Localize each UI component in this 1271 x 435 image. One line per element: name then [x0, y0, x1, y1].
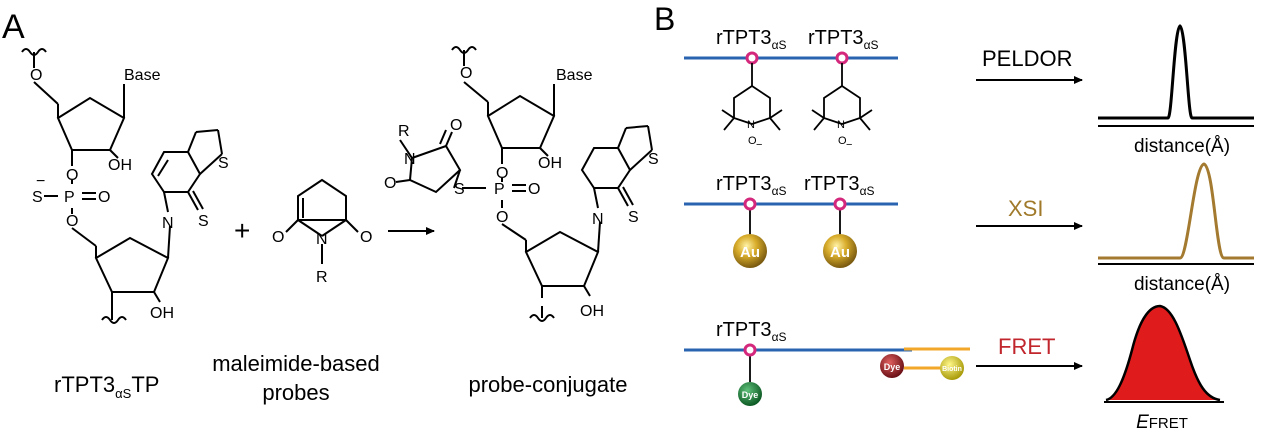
xsi-peak [1098, 162, 1254, 260]
panel-b: B rTPT3αS rTPT3αS N O − N [654, 1, 1254, 433]
acceptor-dye-label: Dye [884, 362, 901, 372]
panel-a-letter: A [2, 8, 25, 46]
peldor-x-label: distance(Å) [1134, 136, 1230, 157]
site-label-3: rTPT3αS [716, 173, 787, 198]
nitroxide-o-1: O [748, 135, 757, 147]
site-label-2: rTPT3αS [808, 27, 879, 52]
nitroxide-n-2: N [837, 119, 845, 131]
panel-a: A [2, 8, 659, 405]
p-label-1: P [64, 189, 75, 206]
caption-probes-line1: maleimide-based [212, 351, 380, 376]
o-label-3: O [98, 189, 110, 206]
fret-gaussian-fit [1105, 304, 1221, 402]
row-peldor: rTPT3αS rTPT3αS N O − N O − PE [684, 24, 1254, 157]
s-label-c3: S [628, 209, 639, 226]
nitroxide-charge-1: − [756, 139, 762, 151]
fret-x-label: EFRET [1136, 412, 1188, 433]
method-label-fret: FRET [998, 334, 1055, 359]
o-label-c5: O [450, 117, 462, 134]
gold-nanoparticle-2 [823, 234, 857, 268]
nitroxide-charge-2: − [846, 139, 852, 151]
n-label-c1: N [592, 211, 604, 228]
label-site-1 [745, 51, 759, 65]
site-label-4: rTPT3αS [804, 173, 875, 198]
n-label-m: N [316, 231, 328, 248]
acceptor-dye [880, 354, 904, 378]
s-label-2: S [218, 155, 229, 172]
base-label-2: Base [556, 67, 593, 84]
gold-nanoparticle-1 [733, 234, 767, 268]
nitroxide-1 [721, 63, 783, 131]
o-label-4: O [66, 213, 78, 230]
s-label-c2: S [648, 151, 659, 168]
peldor-peak [1098, 24, 1254, 120]
caption-rtpt3-tp: rTPT3αSTP [54, 372, 159, 401]
nitroxide-o-2: O [838, 135, 847, 147]
label-site-3 [743, 197, 757, 211]
maleimide-structure [285, 178, 359, 264]
o-label-c1: O [460, 65, 472, 82]
oh-label-4: OH [580, 303, 604, 320]
row-xsi: rTPT3αS rTPT3αS Au Au XSI distance(Å) [684, 162, 1254, 295]
label-site-2 [835, 51, 849, 65]
base-label-1: Base [124, 67, 161, 84]
plus-sign: + [234, 215, 250, 246]
panel-b-letter: B [654, 1, 675, 37]
r-label-c: R [398, 123, 410, 140]
o-label-2: O [66, 167, 78, 184]
fret-histogram [1106, 306, 1220, 400]
row-fret: rTPT3αS Dye Dye Biotin FRET EFRET [684, 304, 1224, 433]
biotin-label: Biotin [942, 366, 962, 373]
s-label-c1: S [454, 181, 465, 198]
nitroxide-n-1: N [747, 119, 755, 131]
o-label-m1: O [272, 229, 284, 246]
oh-label-3: OH [538, 155, 562, 172]
s-label-1: S [32, 189, 43, 206]
site-label-1: rTPT3αS [716, 27, 787, 52]
minus-sign: − [36, 173, 45, 190]
p-label-c1: P [494, 181, 505, 198]
o-label-c6: O [384, 175, 396, 192]
o-label-c4: O [496, 209, 508, 226]
au-label-1: Au [740, 244, 760, 261]
xsi-x-label: distance(Å) [1134, 274, 1230, 295]
label-site-5 [743, 343, 757, 357]
caption-probes-line2: probes [262, 380, 329, 405]
oh-label-1: OH [108, 157, 132, 174]
biotin [940, 356, 964, 380]
donor-dye [738, 382, 762, 406]
method-label-peldor: PELDOR [982, 46, 1072, 71]
au-label-2: Au [830, 244, 850, 261]
oh-label-2: OH [150, 305, 174, 322]
rtpt3-tp-structure [21, 48, 223, 324]
site-label-5: rTPT3αS [716, 319, 787, 344]
o-label-c2: O [496, 165, 508, 182]
n-label-1: N [162, 215, 174, 232]
caption-probe-conjugate: probe-conjugate [468, 372, 627, 397]
donor-dye-label: Dye [742, 390, 759, 400]
label-site-4 [833, 197, 847, 211]
o-label-c3: O [528, 181, 540, 198]
nitroxide-2 [811, 63, 873, 131]
o-label-1: O [30, 67, 42, 84]
r-label-m: R [316, 269, 328, 286]
o-label-m2: O [360, 229, 372, 246]
probe-conjugate-structure [395, 46, 653, 322]
method-label-xsi: XSI [1008, 196, 1043, 221]
n-label-c2: N [404, 151, 416, 168]
s-label-3: S [198, 213, 209, 230]
